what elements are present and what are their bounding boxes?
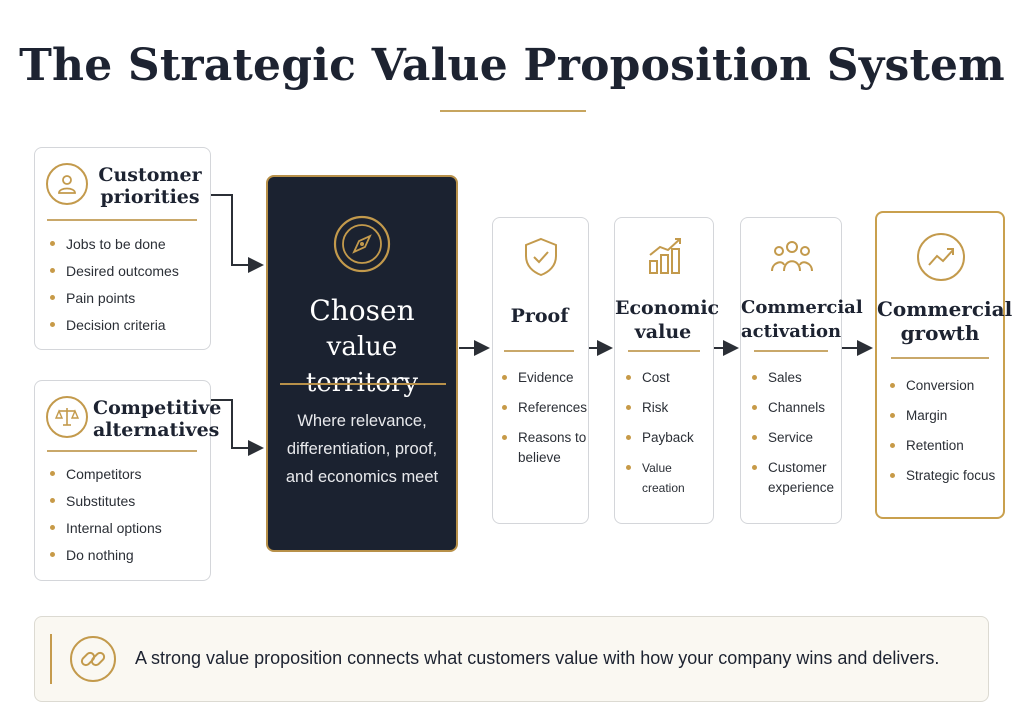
list-item: Jobs to be done xyxy=(49,234,209,254)
competitive-alternatives-heading-line1: Competitive xyxy=(93,397,222,419)
list-item: Retention xyxy=(889,436,1005,456)
core-desc-line2: differentiation, proof, xyxy=(286,440,438,458)
proof-card: Proof Evidence References Reasons to bel… xyxy=(492,217,589,524)
list-item: References xyxy=(501,398,587,418)
commercial-activation-list: Sales Channels Service Customer experien… xyxy=(751,368,841,508)
list-item: Conversion xyxy=(889,376,1005,396)
divider xyxy=(754,350,828,352)
economic-value-heading-line2: value xyxy=(634,321,692,343)
list-item: Value creation xyxy=(625,458,713,498)
shield-check-icon xyxy=(522,236,560,278)
list-item: Risk xyxy=(625,398,713,418)
list-item: Strategic focus xyxy=(889,466,1005,486)
list-item: Substitutes xyxy=(49,491,209,511)
economic-value-heading-line1: Economic xyxy=(615,297,720,319)
bar-chart-icon xyxy=(646,236,686,276)
user-icon xyxy=(46,163,88,205)
list-item: Customer experience xyxy=(751,458,841,498)
banner-accent-bar xyxy=(50,634,52,684)
chosen-value-territory-card: Chosen value territory Where relevance, … xyxy=(266,175,458,552)
commercial-growth-heading-line1: Commercial xyxy=(877,297,1013,321)
core-title-line1: Chosen xyxy=(309,294,415,327)
list-item: Cost xyxy=(625,368,713,388)
connector-customer xyxy=(211,194,264,273)
commercial-activation-heading-line2: activation xyxy=(741,321,842,342)
compass-icon xyxy=(332,214,392,274)
proof-heading: Proof xyxy=(510,305,569,327)
list-item: Evidence xyxy=(501,368,587,388)
list-item: Reasons to believe xyxy=(501,428,587,468)
divider xyxy=(628,350,700,352)
customer-priorities-heading-line2: priorities xyxy=(100,186,200,208)
link-icon xyxy=(69,635,117,683)
divider xyxy=(47,219,197,221)
commercial-growth-card: Commercial growth Conversion Margin Rete… xyxy=(875,211,1013,519)
core-desc-line1: Where relevance, xyxy=(297,412,427,430)
summary-banner: A strong value proposition connects what… xyxy=(34,616,989,702)
commercial-growth-list: Conversion Margin Retention Strategic fo… xyxy=(889,376,1005,496)
page-title: The Strategic Value Proposition System xyxy=(19,40,1005,91)
proof-list: Evidence References Reasons to believe xyxy=(501,368,587,478)
divider xyxy=(504,350,574,352)
trend-up-icon xyxy=(916,232,966,282)
scales-icon xyxy=(46,396,88,438)
economic-value-list: Cost Risk Payback Value creation xyxy=(625,368,713,508)
list-item: Margin xyxy=(889,406,1005,426)
divider xyxy=(47,450,197,452)
core-desc-line3: and economics meet xyxy=(285,468,439,486)
customer-priorities-card: Customer priorities Jobs to be done Desi… xyxy=(34,147,211,350)
banner-text: A strong value proposition connects what… xyxy=(135,648,940,668)
list-item: Do nothing xyxy=(49,545,209,565)
list-item: Service xyxy=(751,428,841,448)
list-item: Payback xyxy=(625,428,713,448)
people-icon xyxy=(770,238,814,274)
customer-priorities-list: Jobs to be done Desired outcomes Pain po… xyxy=(49,234,209,342)
customer-priorities-heading-line1: Customer xyxy=(98,164,202,186)
list-item: Decision criteria xyxy=(49,315,209,335)
list-item: Internal options xyxy=(49,518,209,538)
title-underline xyxy=(440,110,586,112)
list-item: Pain points xyxy=(49,288,209,308)
economic-value-card: Economic value Cost Risk Payback Value c… xyxy=(614,217,720,524)
commercial-growth-heading-line2: growth xyxy=(900,321,980,345)
list-item: Channels xyxy=(751,398,841,418)
list-item: Desired outcomes xyxy=(49,261,209,281)
commercial-activation-heading-line1: Commercial xyxy=(741,297,863,318)
competitive-alternatives-heading-line2: alternatives xyxy=(93,419,220,441)
core-divider xyxy=(280,383,446,385)
competitive-alternatives-card: Competitive alternatives Competitors Sub… xyxy=(34,380,222,581)
commercial-activation-card: Commercial activation Sales Channels Ser… xyxy=(740,217,863,524)
divider xyxy=(891,357,989,359)
competitive-alternatives-list: Competitors Substitutes Internal options… xyxy=(49,464,209,572)
core-title-line2: value territory xyxy=(305,332,419,398)
list-item: Sales xyxy=(751,368,841,388)
list-item: Competitors xyxy=(49,464,209,484)
